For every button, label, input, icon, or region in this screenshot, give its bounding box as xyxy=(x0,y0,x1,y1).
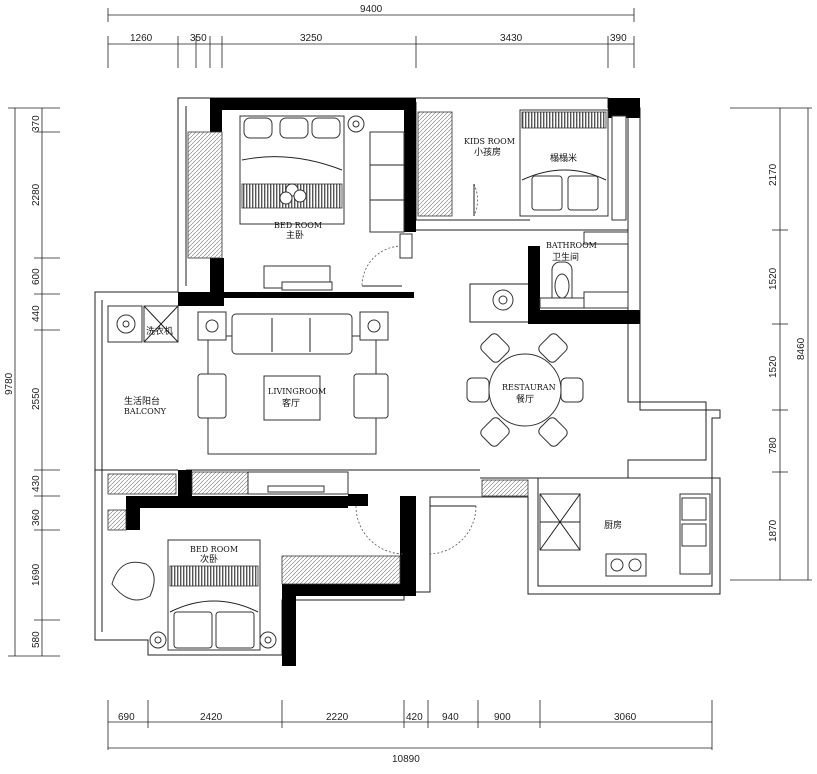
top-dimension-1: 1260 xyxy=(130,33,153,44)
top-total-dimension: 9400 xyxy=(360,4,383,15)
bottom-dimension-3: 2220 xyxy=(326,712,349,723)
bathroom-label-cn: 卫生间 xyxy=(552,251,579,263)
kids-room-label-en: KIDS ROOM xyxy=(464,137,515,146)
bottom-dimension-6: 900 xyxy=(494,712,511,723)
restaurant-label-cn: 餐厅 xyxy=(516,393,534,405)
top-dimension-2: 350 xyxy=(190,33,207,44)
tatami-label-cn: 榻榻米 xyxy=(550,152,577,164)
second-bedroom-chair xyxy=(111,561,155,601)
left-dimensions: 9780 370 2280 600 440 2550 430 360 1690 … xyxy=(4,107,60,657)
top-dimension-3: 3250 xyxy=(300,33,323,44)
bottom-dimension-4: 420 xyxy=(406,712,423,723)
left-total-dimension: 9780 xyxy=(4,372,15,395)
bottom-dimensions: 690 2420 2220 420 940 900 3060 10890 xyxy=(107,700,713,765)
kids-room: KIDS ROOM 小孩房 榻榻米 xyxy=(417,109,627,221)
left-dimension-6: 430 xyxy=(31,475,42,492)
right-dimension-5: 1870 xyxy=(768,519,779,542)
bottom-dimension-1: 690 xyxy=(118,712,135,723)
left-dimension-3: 600 xyxy=(31,268,42,285)
kids-room-label-cn: 小孩房 xyxy=(474,146,501,158)
right-total-dimension: 8460 xyxy=(796,337,807,360)
second-bedroom: BED ROOM 次卧 xyxy=(107,505,477,651)
left-dimension-1: 370 xyxy=(31,115,42,132)
right-dimension-1: 2170 xyxy=(768,163,779,186)
master-bedroom-label-cn: 主卧 xyxy=(286,229,304,241)
bathroom-label-en: BATHROOM xyxy=(546,241,597,250)
left-dimension-2: 2280 xyxy=(31,183,42,206)
kitchen-label-cn: 厨房 xyxy=(604,519,622,531)
bathroom: BATHROOM 卫生间 xyxy=(492,231,629,311)
kitchen-sink xyxy=(681,497,707,521)
right-dimension-2: 1520 xyxy=(768,267,779,290)
left-dimension-9: 580 xyxy=(31,631,42,648)
coffee-table xyxy=(263,375,321,421)
bottom-dimension-7: 3060 xyxy=(614,712,637,723)
living-armchair-left xyxy=(197,373,227,419)
living-room-label-cn: 客厅 xyxy=(282,397,300,409)
outline-walls xyxy=(94,97,721,656)
master-side-cabinet xyxy=(369,131,405,233)
laundry-sink xyxy=(107,305,143,343)
laundry-label-cn: 洗衣机 xyxy=(146,325,173,337)
living-room: LIVINGROOM 客厅 xyxy=(191,311,389,495)
second-bedroom-label-cn: 次卧 xyxy=(200,553,218,565)
living-armchair-right xyxy=(353,373,389,419)
dining-chairs xyxy=(466,333,584,447)
balcony-label-cn: 生活阳台 xyxy=(124,395,160,407)
top-dimension-4: 3430 xyxy=(500,33,523,44)
bottom-dimension-2: 2420 xyxy=(200,712,223,723)
left-dimension-5: 2550 xyxy=(31,387,42,410)
left-dimension-8: 1690 xyxy=(31,563,42,586)
right-dimension-3: 1520 xyxy=(768,355,779,378)
kitchen: 厨房 xyxy=(481,479,711,577)
kids-wardrobe xyxy=(417,111,453,217)
dining-area: RESTAURAN 餐厅 xyxy=(466,333,584,447)
master-wardrobe xyxy=(187,131,223,259)
master-bedroom: BED ROOM 主卧 xyxy=(187,115,413,291)
left-dimension-7: 360 xyxy=(31,509,42,526)
second-bedroom-label-en: BED ROOM xyxy=(190,545,238,554)
restaurant-label-en: RESTAURAN xyxy=(502,383,556,392)
top-dimension-5: 390 xyxy=(610,33,627,44)
bottom-dimension-5: 940 xyxy=(442,712,459,723)
living-room-label-en: LIVINGROOM xyxy=(268,387,326,396)
right-dimensions: 8460 2170 1520 1520 780 1870 xyxy=(730,107,812,581)
second-bedroom-wardrobe xyxy=(281,555,401,585)
top-dimensions: 9400 1260 350 3250 3430 390 xyxy=(107,4,635,68)
right-dimension-4: 780 xyxy=(768,437,779,454)
bottom-total-dimension: 10890 xyxy=(392,754,420,765)
balcony-label-en: BALCONY xyxy=(124,407,167,416)
structural-walls xyxy=(126,98,640,666)
left-dimension-4: 440 xyxy=(31,305,42,322)
living-sofa xyxy=(231,313,353,355)
master-bedroom-label-en: BED ROOM xyxy=(274,221,322,230)
balcony: 洗衣机 生活阳台 BALCONY xyxy=(107,305,179,495)
